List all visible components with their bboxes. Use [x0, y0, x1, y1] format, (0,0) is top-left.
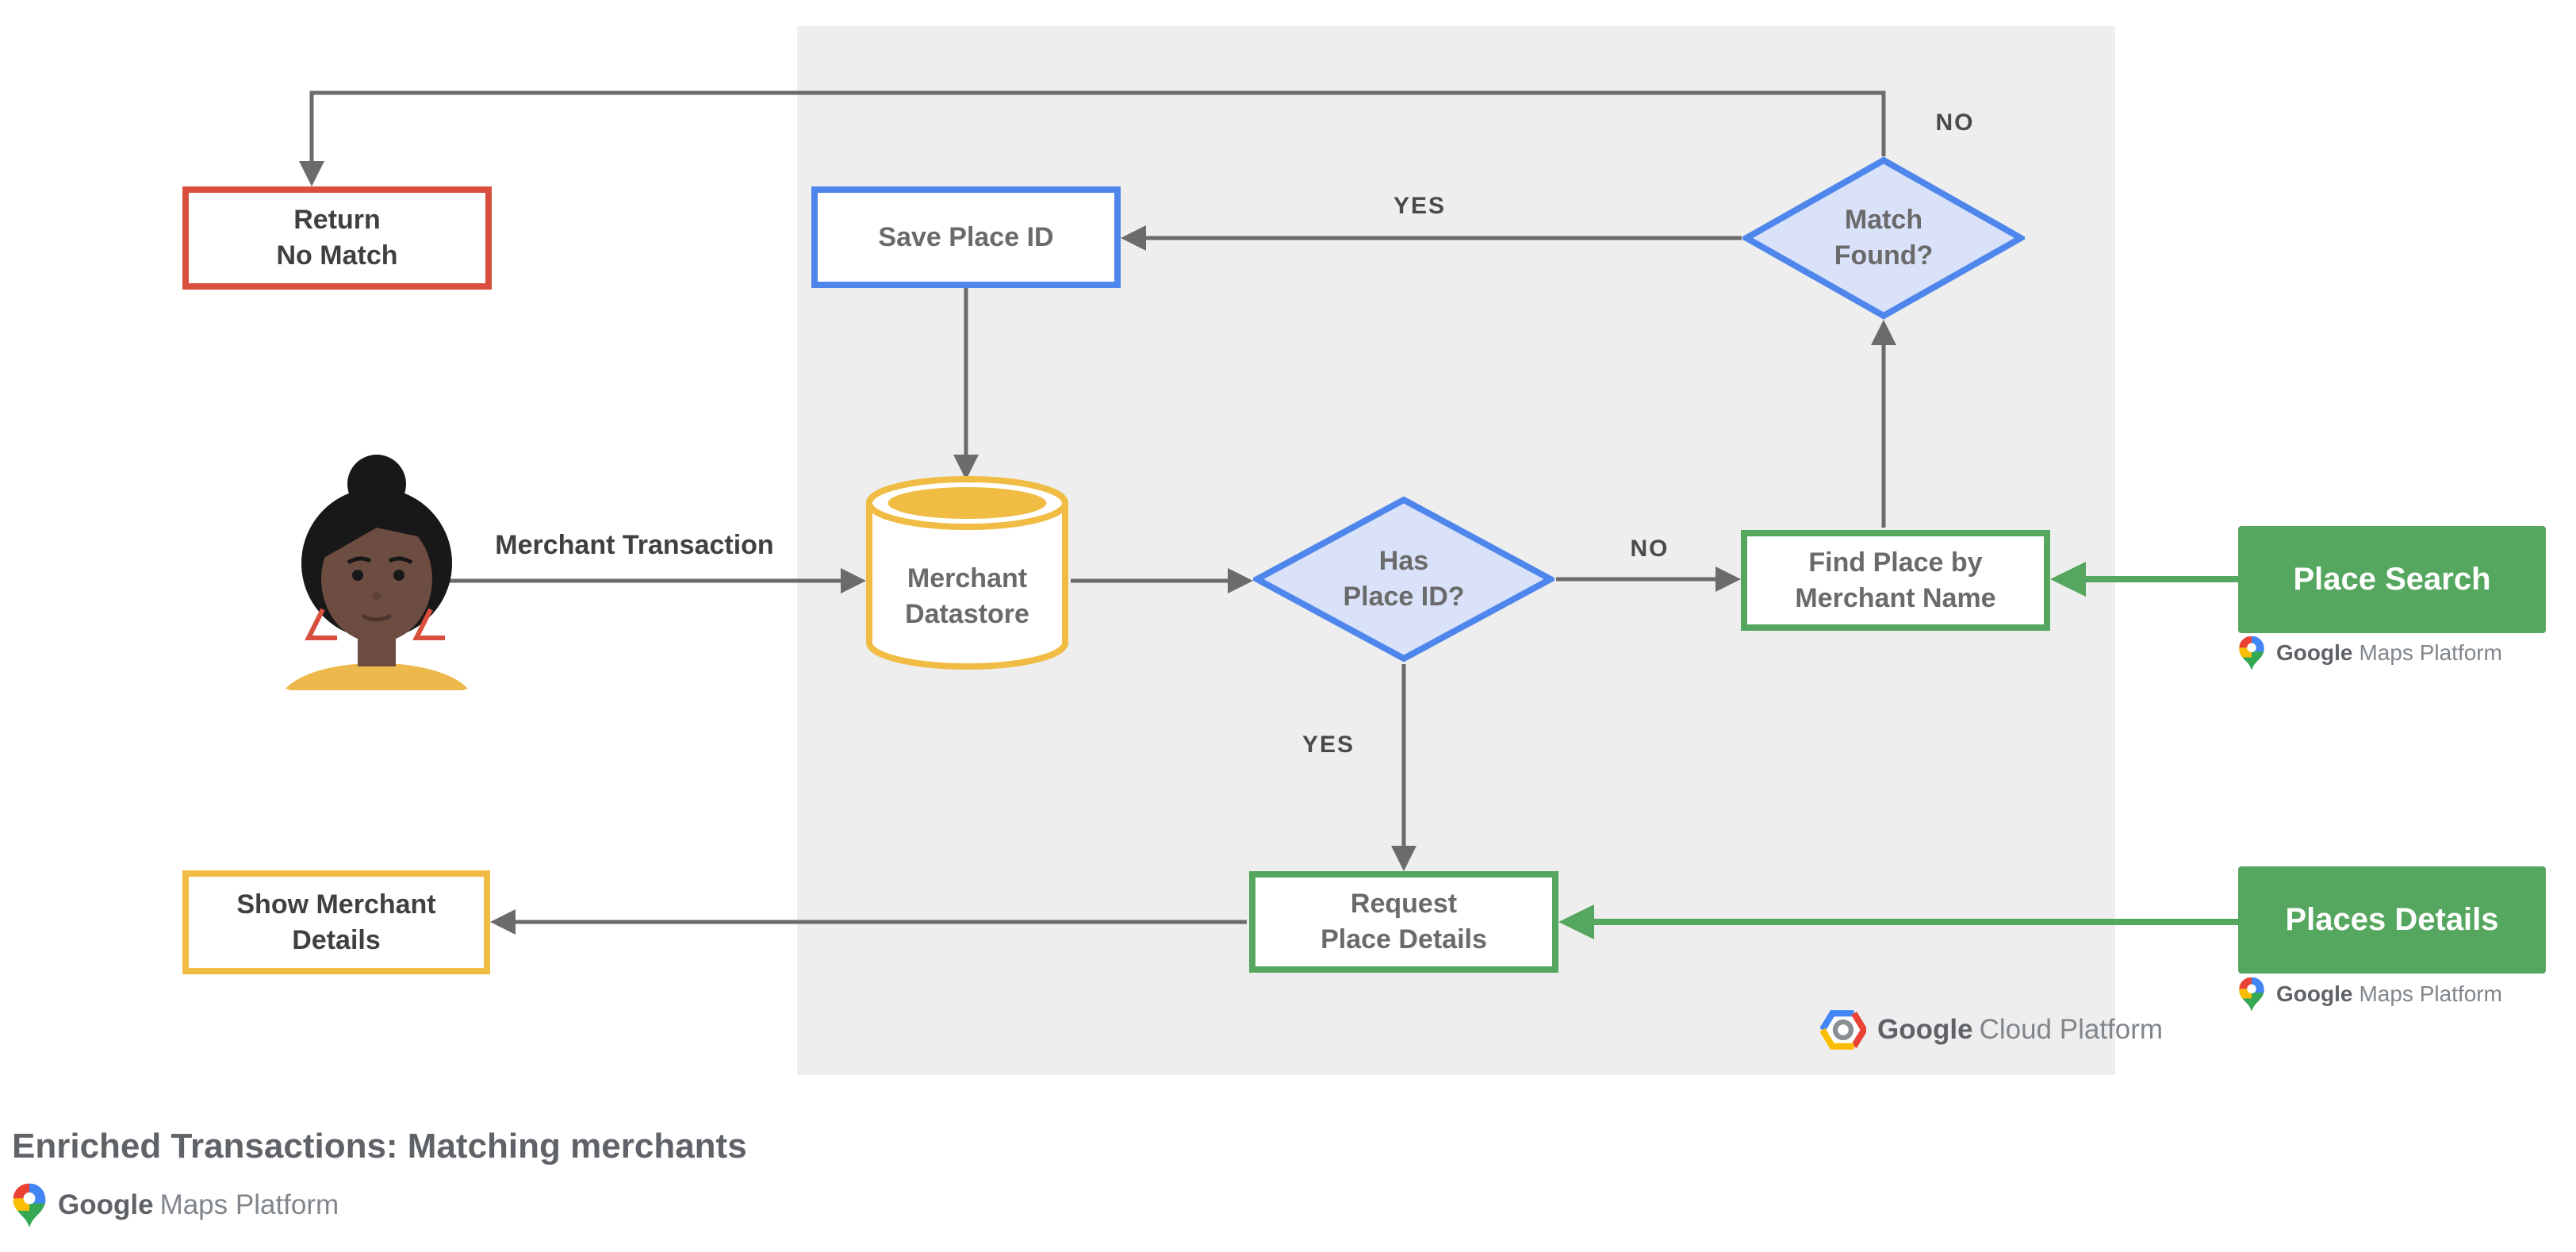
diamond-shape [1742, 156, 2025, 320]
google-maps-pin-icon [2239, 977, 2264, 1012]
node-return-no-match: Return No Match [182, 186, 492, 290]
arrowhead [1391, 846, 1416, 871]
arrowhead [299, 161, 324, 186]
gmp-rest-words: Maps Platform [2359, 981, 2502, 1006]
arrowhead [953, 455, 979, 480]
node-match-found-label: Match Found? [1834, 205, 1934, 271]
gcp-google-word: Google [1877, 1014, 1973, 1045]
arrowhead [1871, 320, 1896, 345]
gmp-google-word: Google [2276, 981, 2353, 1006]
diamond-shape [1253, 496, 1554, 662]
gcp-hexagon-icon [1820, 1010, 1866, 1050]
places-details-api-badge: Places Details [2238, 866, 2546, 974]
arrowhead-green [2050, 562, 2086, 597]
arrowhead-green [1558, 904, 1594, 939]
place-search-api-badge: Place Search [2238, 526, 2546, 633]
node-merchant-datastore-label: Merchant Datastore [905, 563, 1029, 629]
gmp-google-word: Google [58, 1189, 154, 1220]
gmp-rest-words: Maps Platform [2359, 640, 2502, 665]
node-has-place-id-label: Has Place ID? [1343, 546, 1465, 612]
arrowhead [841, 568, 866, 593]
arrowhead [1715, 566, 1741, 592]
arrowhead [490, 909, 516, 935]
node-save-place-id: Save Place ID [811, 186, 1121, 288]
node-find-place-by-merchant-name: Find Place by Merchant Name [1741, 530, 2050, 631]
merchant-transaction-label: Merchant Transaction [495, 530, 774, 560]
arrowhead [1121, 225, 1146, 251]
user-avatar [286, 455, 468, 690]
cylinder-shape [866, 476, 1068, 670]
node-show-merchant-details: Show Merchant Details [182, 870, 490, 974]
gcp-rest-words: Cloud Platform [1979, 1014, 2164, 1045]
match-found-yes-label: YES [1393, 193, 1447, 219]
google-maps-pin-icon [2239, 636, 2264, 670]
node-merchant-datastore: Merchant Datastore [866, 474, 1068, 674]
match-found-no-label: NO [1935, 109, 1975, 136]
gmp-google-word: Google [2276, 640, 2353, 665]
node-has-place-id: Has Place ID? [1253, 496, 1554, 662]
has-place-id-yes-label: YES [1301, 732, 1355, 758]
edge-matchfound-no [309, 90, 1886, 161]
arrowhead [1228, 568, 1253, 593]
has-place-id-no-label: NO [1630, 536, 1669, 562]
diagram-title: Enriched Transactions: Matching merchant… [12, 1127, 747, 1166]
gmp-rest-words: Maps Platform [159, 1189, 339, 1220]
node-match-found: Match Found? [1742, 156, 2025, 320]
node-request-place-details: Request Place Details [1249, 871, 1558, 973]
google-maps-pin-icon [13, 1183, 46, 1228]
